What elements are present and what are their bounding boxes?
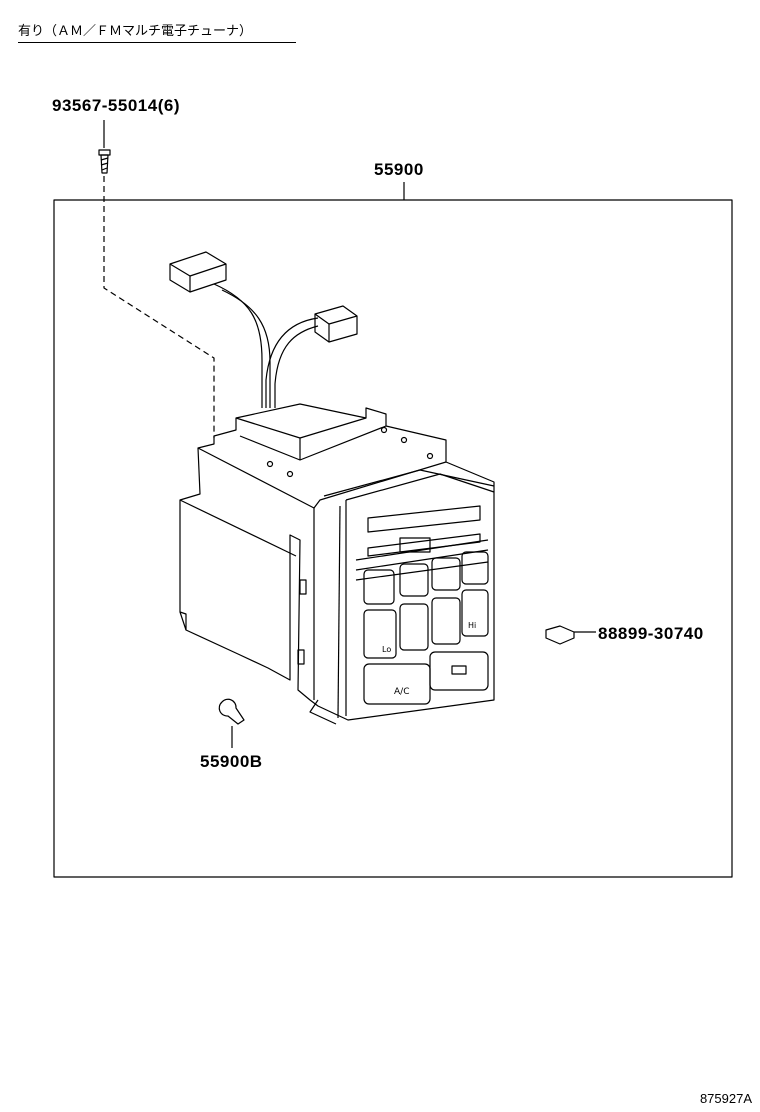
condition-note: 有り（ＡＭ／ＦＭマルチ電子チューナ） [18, 24, 253, 39]
screw-icon [98, 120, 111, 174]
hi-text: Hi [468, 621, 476, 630]
condition-underline [18, 42, 296, 43]
part-label-clip[interactable]: 88899-30740 [598, 624, 704, 643]
part-label-assembly[interactable]: 55900 [374, 160, 424, 179]
assembly-frame [53, 199, 733, 878]
wire-harness [169, 251, 358, 408]
screw-install-path [103, 176, 215, 438]
illustration-id: 875927A [699, 1091, 752, 1106]
part-label-bulb[interactable]: 55900B [200, 752, 263, 771]
clip-icon [545, 625, 596, 645]
button-row-top [363, 551, 489, 605]
control-unit-body [179, 403, 495, 725]
lo-text: Lo [382, 645, 391, 654]
part-label-screw[interactable]: 93567-55014(6) [52, 96, 180, 115]
bulb-icon [218, 698, 245, 748]
ac-text: A/C [394, 687, 409, 697]
button-row-bottom [363, 651, 489, 705]
button-row-middle [363, 589, 489, 659]
